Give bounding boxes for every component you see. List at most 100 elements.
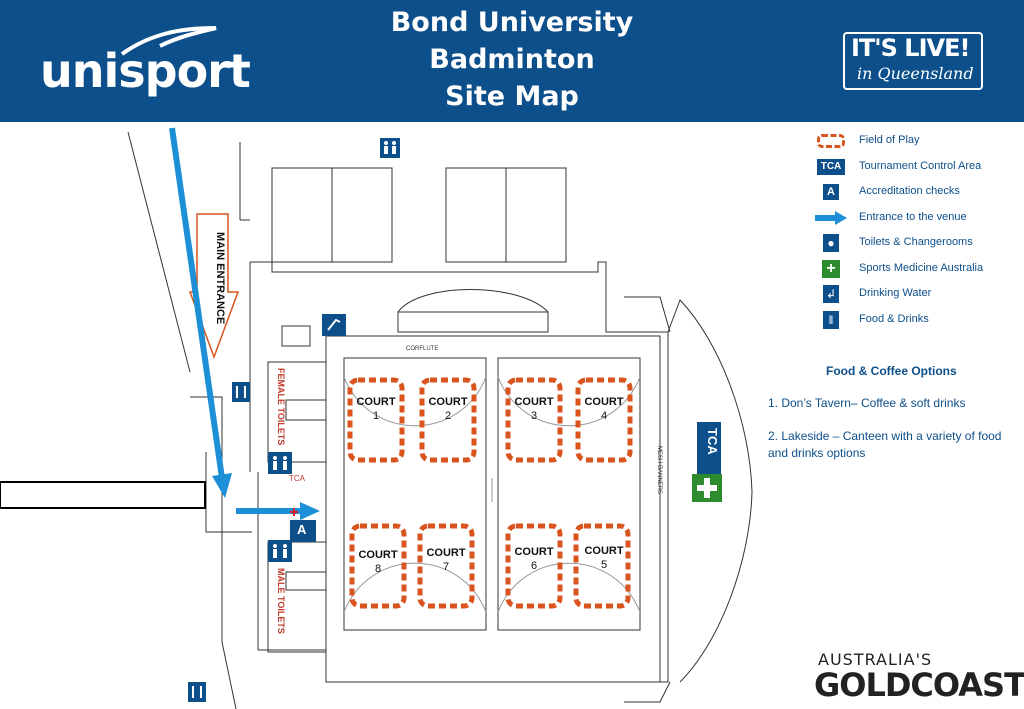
court-3-outline (505, 377, 563, 463)
entrance-path (190, 396, 237, 709)
legend-label: Accreditation checks (859, 185, 960, 197)
court-word: COURT (356, 396, 396, 408)
path-box (0, 481, 206, 509)
court-number: 2 (444, 410, 452, 422)
toilets-icon (268, 452, 292, 474)
hall-floor (325, 335, 661, 683)
court-1-outline (347, 377, 405, 463)
entrance-arrow-icon (815, 209, 847, 227)
legend-label: Entrance to the venue (859, 210, 967, 223)
entrance-path (205, 452, 252, 533)
grandstand-curve (667, 299, 753, 683)
legend-label: Drinking Water (859, 287, 932, 299)
page-title: Bond University Badminton Site Map (300, 4, 724, 115)
court-number: 7 (442, 561, 450, 573)
court-8-outline (349, 523, 407, 609)
map-legend: Field of Play TCA Tournament Control Are… (815, 128, 1015, 332)
food-drinks-icon (232, 382, 250, 402)
court-word: COURT (428, 396, 468, 408)
legend-item-tca: TCA Tournament Control Area (815, 154, 1015, 180)
court-number: 4 (600, 410, 608, 422)
male-toilets-label: MALE TOILETS (276, 568, 286, 634)
court-word: COURT (514, 396, 554, 408)
court-4-outline (575, 377, 633, 463)
toilets-icon (268, 540, 292, 562)
building-outline (250, 261, 669, 683)
goldcoast-logo-line2: GOLDCOAST (814, 666, 1024, 704)
legend-item-entrance: Entrance to the venue (815, 205, 1015, 231)
court-number: 5 (600, 559, 608, 571)
unisport-logo: unisport (40, 44, 251, 98)
unisport-swoosh-icon (120, 26, 217, 56)
toilet-stalls (285, 399, 327, 421)
title-line-2: Badminton (429, 44, 595, 75)
legend-item-accreditation: A Accreditation checks (815, 179, 1015, 205)
court-7-label: COURT 7 (418, 546, 474, 574)
small-red-cross (290, 508, 298, 516)
accreditation-badge-label: A (297, 522, 307, 537)
court-zone-left (343, 357, 487, 631)
title-line-1: Bond University (390, 7, 634, 38)
court-8-label: COURT 8 (350, 548, 406, 576)
main-entrance-label: MAIN ENTRANCE (214, 232, 226, 325)
court-number: 1 (372, 410, 380, 422)
court-word: COURT (358, 549, 398, 561)
stairs (281, 325, 311, 347)
title-line-3: Site Map (445, 81, 579, 112)
legend-label: Toilets & Changerooms (859, 236, 973, 248)
tca-small-label: TCA (289, 474, 305, 483)
legend-label: Field of Play (859, 134, 920, 146)
legend-label: Sports Medicine Australia (859, 261, 984, 274)
stair-block (624, 296, 671, 333)
court-word: COURT (426, 547, 466, 559)
legend-item-water: ↲ Drinking Water (815, 281, 1015, 307)
corflute-label: CORFLUTE (406, 346, 439, 352)
curved-structure-base (397, 311, 549, 333)
court-3-label: COURT 3 (506, 395, 562, 423)
medical-cross-icon (692, 474, 722, 502)
its-live-logo-line2: in Queensland (857, 64, 974, 83)
court-6-outline (505, 523, 563, 609)
female-toilets-label: FEMALE TOILETS (276, 368, 286, 446)
entrance-arrow-side (236, 502, 320, 520)
court-number: 8 (374, 563, 382, 575)
road-line (127, 131, 191, 373)
food-options-title: Food & Coffee Options (826, 364, 957, 378)
legend-label: Food & Drinks (859, 312, 929, 325)
court-2-label: COURT 2 (420, 395, 476, 423)
court-word: COURT (584, 545, 624, 557)
tca-badge-icon: TCA (815, 158, 847, 176)
court-5-label: COURT 5 (576, 544, 632, 572)
goldcoast-logo-line1: AUSTRALIA'S (818, 650, 933, 669)
court-5-outline (573, 523, 631, 609)
court-number: 3 (530, 410, 538, 422)
food-option-2: 2. Lakeside – Canteen with a variety of … (768, 429, 1002, 460)
stair-block (624, 681, 671, 703)
mesh-banners-label: MESH BANNERS (656, 446, 662, 495)
its-live-logo: IT'S LIVE! in Queensland (843, 32, 983, 90)
entrance-arrow-main (169, 127, 232, 498)
court-word: COURT (514, 546, 554, 558)
accreditation-badge-text: A (823, 184, 839, 200)
food-drinks-icon: ‖ (815, 310, 847, 329)
court-7-outline (417, 523, 475, 609)
header-banner: unisport Bond University Badminton Site … (0, 0, 1024, 122)
accreditation-badge-bg (290, 520, 316, 542)
toilets-icon (380, 138, 400, 158)
legend-item-toilets: ● Toilets & Changerooms (815, 230, 1015, 256)
legend-item-medicine: + Sports Medicine Australia (815, 256, 1015, 282)
drinking-water-icon (322, 314, 346, 336)
drinking-water-icon: ↲ (815, 285, 847, 303)
court-1-label: COURT 1 (348, 395, 404, 423)
toilets-icon: ● (815, 234, 847, 252)
goldcoast-logo: GOLDCOAST™ (814, 666, 1024, 704)
legend-label: Tournament Control Area (859, 159, 982, 172)
tca-badge-text: TCA (817, 158, 845, 175)
legend-item-field-of-play: Field of Play (815, 128, 1015, 154)
food-drinks-icon (188, 682, 206, 702)
court-2-outline (419, 377, 477, 463)
legend-item-food: ‖ Food & Drinks (815, 307, 1015, 333)
tca-badge-label: TCA (705, 428, 720, 455)
